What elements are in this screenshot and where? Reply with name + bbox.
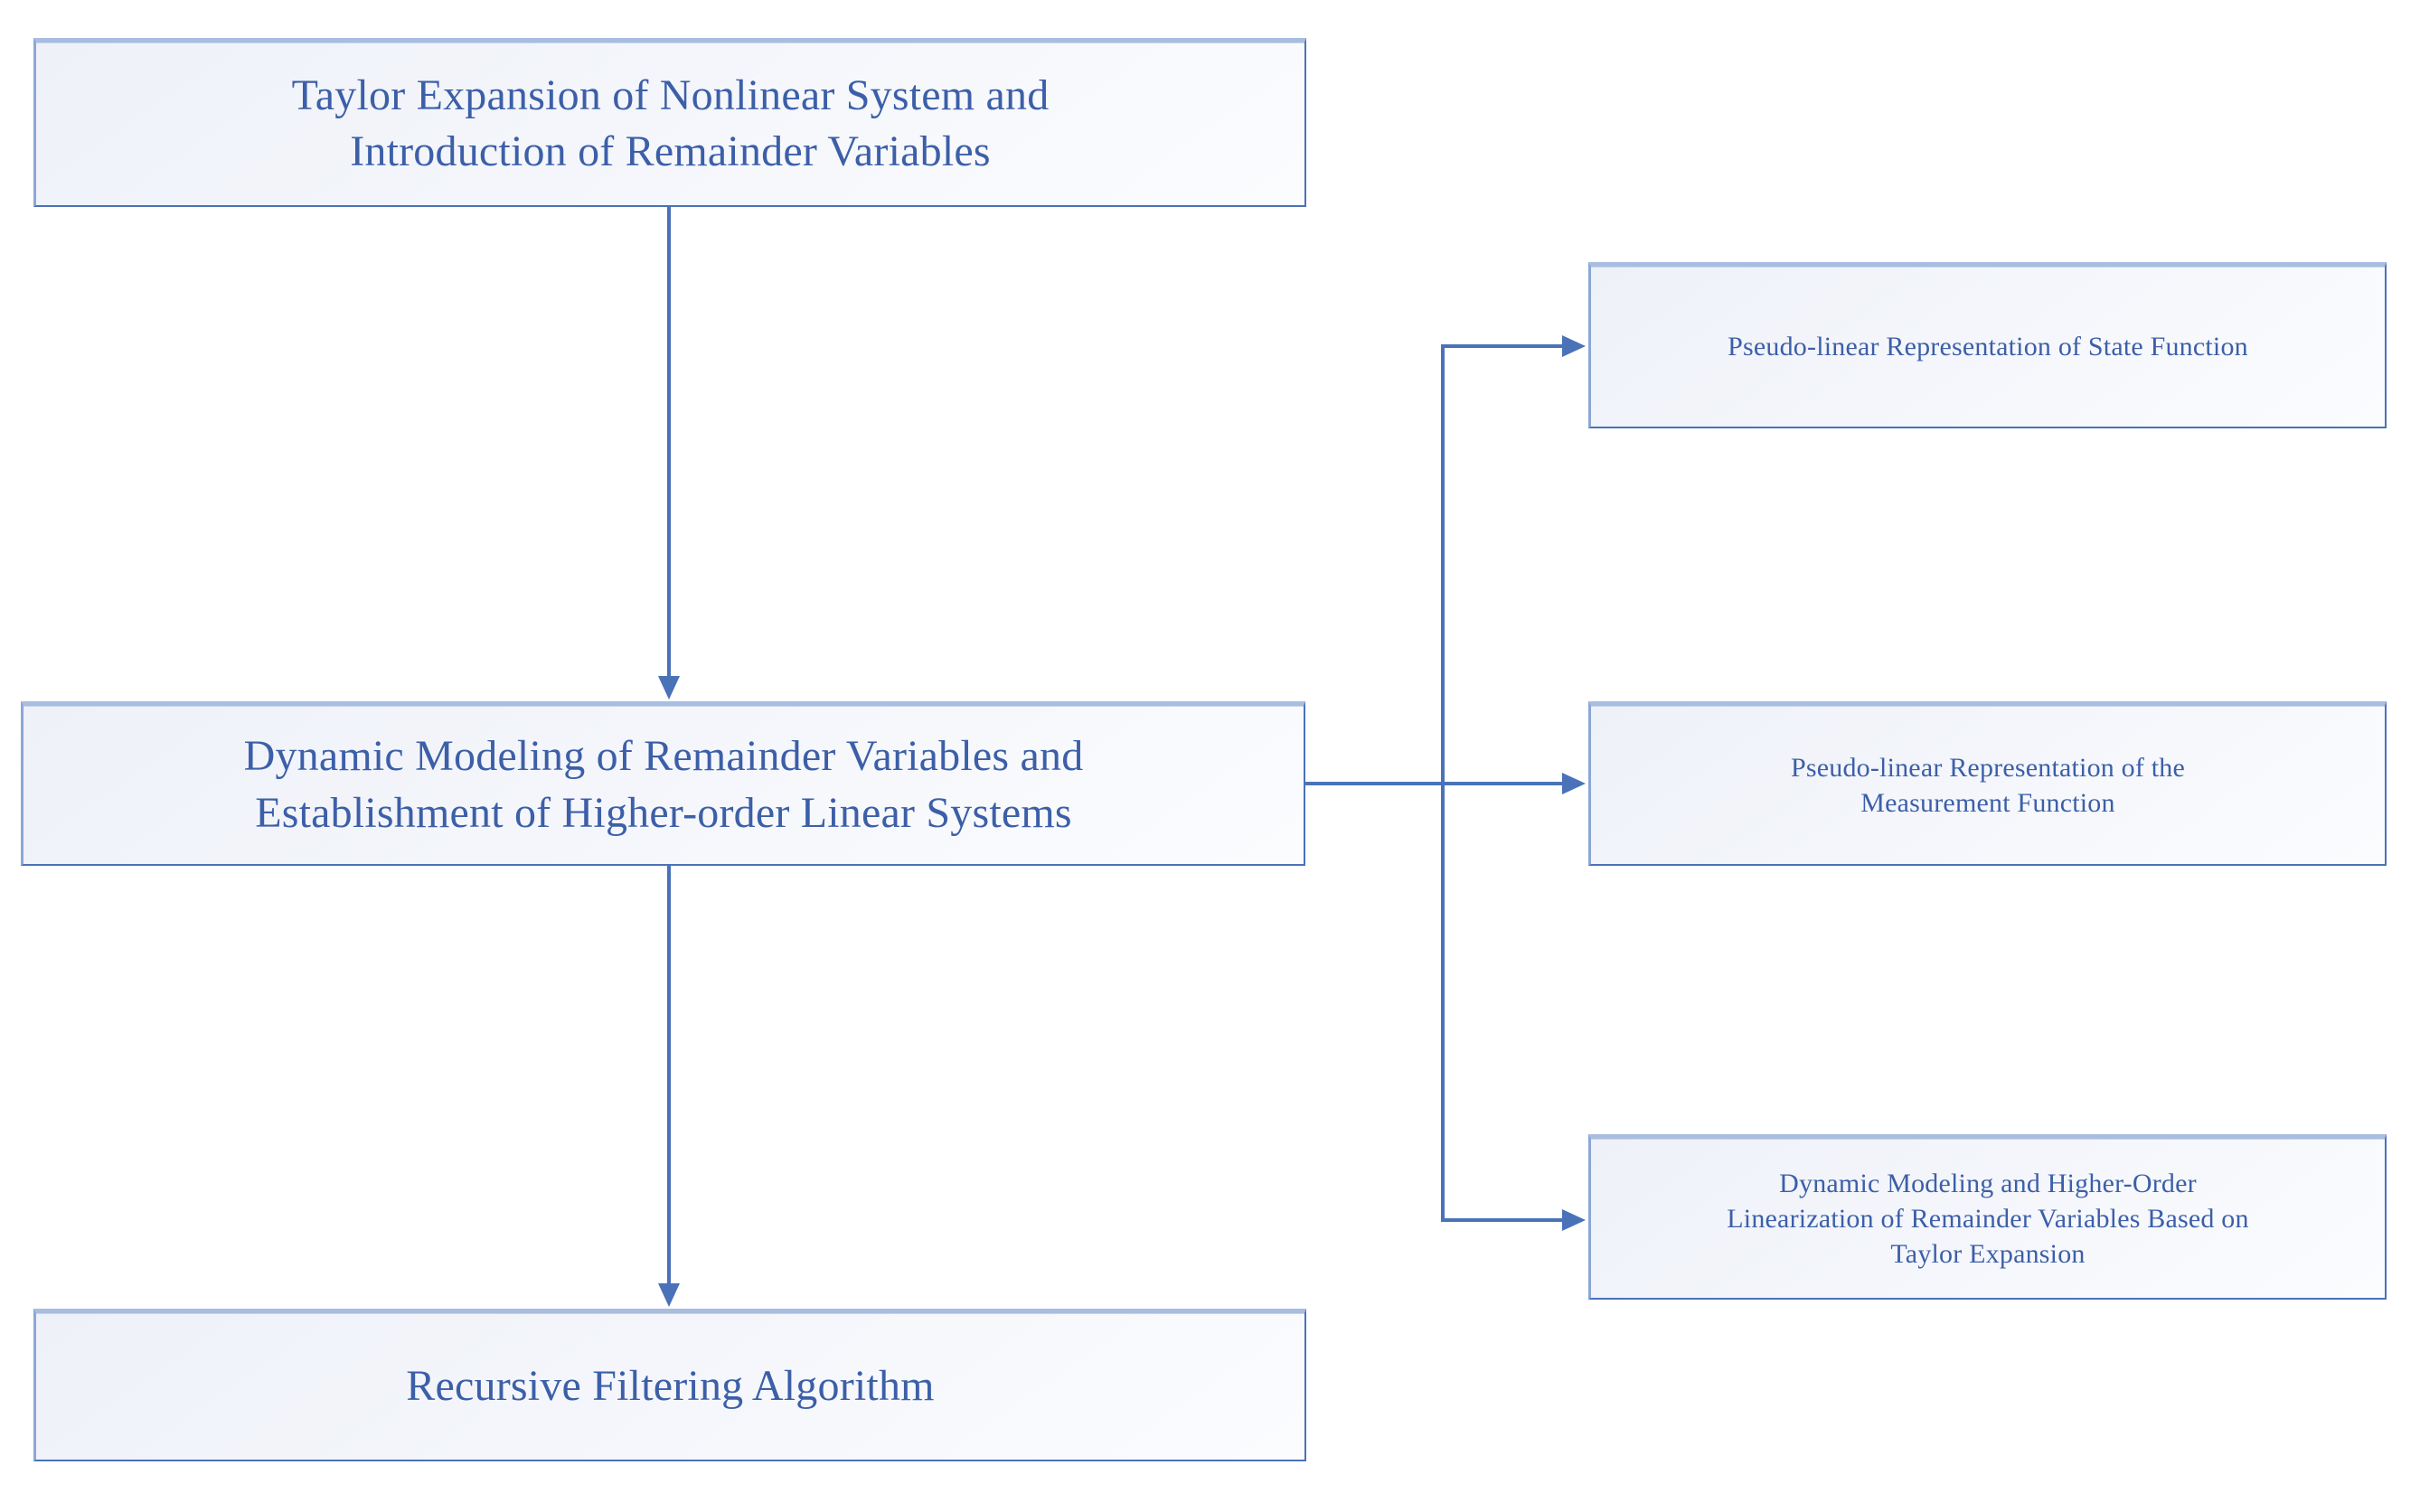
connector-dynamic-to-recursive-line [667,866,671,1285]
node-recursive-filtering-label: Recursive Filtering Algorithm [406,1361,935,1410]
connector-to-pseudo-state-arrowhead [1562,335,1586,357]
connector-taylor-to-dynamic-line [667,207,671,679]
node-pseudo-linear-state-function-label: Pseudo-linear Representation of State Fu… [1728,332,2248,362]
connector-branch-trunk-lower [1441,782,1445,1222]
node-pseudo-linear-measurement-function[interactable]: Pseudo-linear Representation of the Meas… [1588,701,2387,866]
node-dynamic-modeling[interactable]: Dynamic Modeling of Remainder Variables … [21,701,1305,866]
node-dynamic-modeling-label: Dynamic Modeling of Remainder Variables … [243,732,1084,837]
connector-branch-trunk-upper [1441,344,1445,785]
node-recursive-filtering[interactable]: Recursive Filtering Algorithm [33,1309,1306,1461]
connector-to-remainder-linearization-line [1441,1218,1565,1222]
node-pseudo-linear-state-function[interactable]: Pseudo-linear Representation of State Fu… [1588,262,2387,428]
connector-to-remainder-linearization-arrowhead [1562,1209,1586,1231]
connector-dynamic-to-recursive-arrowhead [658,1283,680,1307]
connector-branch-stem [1305,782,1446,785]
connector-taylor-to-dynamic-arrowhead [658,676,680,700]
node-remainder-linearization-label: Dynamic Modeling and Higher-Order Linear… [1727,1168,2249,1269]
connector-to-pseudo-measurement-line [1441,782,1565,785]
connector-to-pseudo-measurement-arrowhead [1562,773,1586,794]
node-taylor-expansion[interactable]: Taylor Expansion of Nonlinear System and… [33,38,1306,207]
node-pseudo-linear-measurement-function-label: Pseudo-linear Representation of the Meas… [1790,752,2186,818]
node-remainder-linearization[interactable]: Dynamic Modeling and Higher-Order Linear… [1588,1134,2387,1300]
node-taylor-expansion-label: Taylor Expansion of Nonlinear System and… [291,70,1050,175]
connector-to-pseudo-state-line [1441,344,1565,348]
